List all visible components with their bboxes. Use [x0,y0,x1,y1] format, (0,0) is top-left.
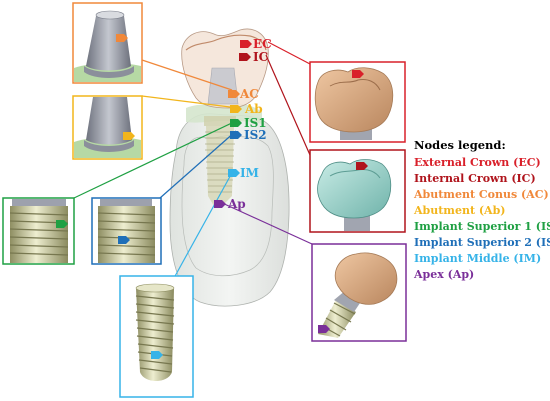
node-ap: Ap [214,197,246,211]
inset-internal-crown [309,149,406,233]
inset-ec-marker [352,70,364,78]
node-ap-marker [214,200,226,208]
node-is2-marker [230,131,242,139]
node-ac-label: AC [239,87,259,101]
connector-ab [141,95,231,108]
inset-implant-superior-1 [2,197,75,265]
node-is2: IS2 [230,128,267,142]
node-is1: IS1 [230,116,267,130]
node-im-label: IM [240,166,259,180]
node-ec-marker [240,40,252,48]
node-im: IM [228,166,259,180]
inset-ac-marker [116,34,128,42]
node-ec: EC [240,37,272,51]
abutment-cone [207,67,239,105]
node-ap-label: Ap [227,197,246,211]
legend-item-im: Implant Middle (IM) [414,252,541,265]
legend-item-is2: Implant Superior 2 (IS2) [414,236,550,249]
legend-item-ap: Apex (Ap) [413,268,474,281]
connector-ap [219,201,313,245]
legend-title: Nodes legend: [414,138,506,152]
node-ic: IC [239,50,268,64]
legend-item-ac: Abutment Conus (AC) [413,188,549,201]
inset-abutment-conus [72,2,143,84]
inset-external-crown [309,61,406,143]
inset-is1-marker [56,220,68,228]
node-is2-label: IS2 [244,128,267,142]
connector-ic [265,54,311,156]
node-ab-label: Ab [244,102,263,116]
connector-ec [267,41,311,65]
node-is1-marker [230,119,242,127]
legend-item-ic: Internal Crown (IC) [414,172,536,185]
inset-ap-marker [318,325,330,333]
node-ec-label: EC [253,37,272,51]
node-ab: Ab [230,102,263,116]
inset-implant-superior-2 [91,197,162,265]
node-im-marker [228,169,240,177]
connector-im [173,170,234,279]
central-model [169,28,290,307]
inset-is2-marker [118,236,130,244]
node-ab-marker [230,105,242,113]
node-ac: AC [228,87,259,101]
node-ic-label: IC [253,50,268,64]
legend-item-ec: External Crown (EC) [414,156,541,169]
central-implant [204,116,236,206]
connector-is1 [73,120,237,199]
node-is1-label: IS1 [244,116,267,130]
inset-abutment [72,95,143,160]
inset-im-marker [151,351,163,359]
connector-is2 [159,130,237,199]
legend: Nodes legend: External Crown (EC) Intern… [413,138,550,281]
inset-implant-middle [119,275,194,398]
inset-apex [311,243,407,342]
inset-ic-marker [356,162,368,170]
crown-top-edge [185,34,267,51]
connector-lines [73,41,313,279]
inset-ab-marker [123,132,135,140]
legend-item-ab: Abutment (Ab) [413,204,506,217]
node-ac-marker [228,90,240,98]
node-markers: EC IC AC Ab IS1 IS2 IM Ap [214,37,272,211]
legend-item-is1: Implant Superior 1 (IS1) [414,220,550,233]
connector-ac [141,59,233,91]
node-ic-marker [239,53,251,61]
